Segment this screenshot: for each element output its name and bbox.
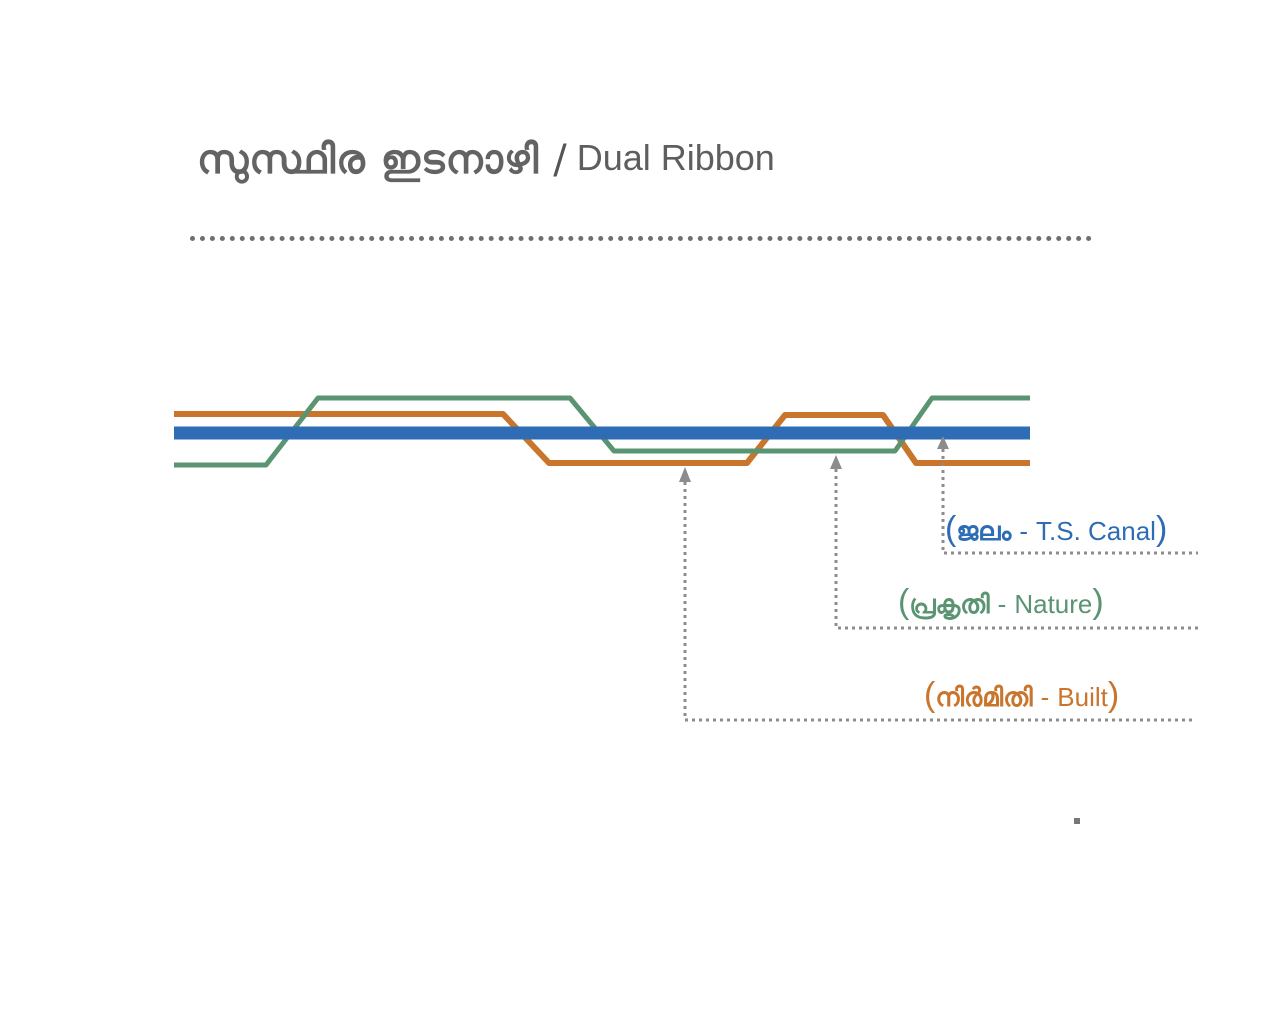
- label-water: (ജലം-T.S. Canal): [945, 510, 1168, 548]
- label-water-malayalam: ജലം: [956, 517, 1012, 547]
- arrow-up-icon: [830, 455, 842, 469]
- label-built-malayalam: നിർമിതി: [935, 683, 1033, 713]
- label-nature-malayalam: പ്രകൃതി: [909, 590, 990, 620]
- nature-leader: [830, 455, 1198, 630]
- label-built: (നിർമിതി-Built): [924, 676, 1120, 714]
- built-leader: [679, 467, 1196, 722]
- label-water-english: T.S. Canal: [1036, 516, 1156, 546]
- water-leader: [937, 436, 1198, 555]
- label-nature: (പ്രകൃതി-Nature): [898, 583, 1104, 621]
- label-nature-english: Nature: [1014, 589, 1093, 619]
- diagram-title: സുസ്ഥിര ഇടനാഴി /Dual Ribbon: [197, 137, 775, 183]
- title-dotted-rule: [190, 236, 1092, 241]
- arrow-up-icon: [679, 467, 691, 482]
- title-separator: /: [553, 137, 567, 183]
- nature-ribbon-line: [174, 395, 1030, 468]
- title-malayalam: സുസ്ഥിര ഇടനാഴി: [197, 137, 540, 183]
- label-built-english: Built: [1057, 682, 1108, 712]
- title-english: Dual Ribbon: [576, 137, 775, 178]
- arrow-up-icon: [937, 436, 949, 449]
- stray-dot: [1074, 818, 1080, 824]
